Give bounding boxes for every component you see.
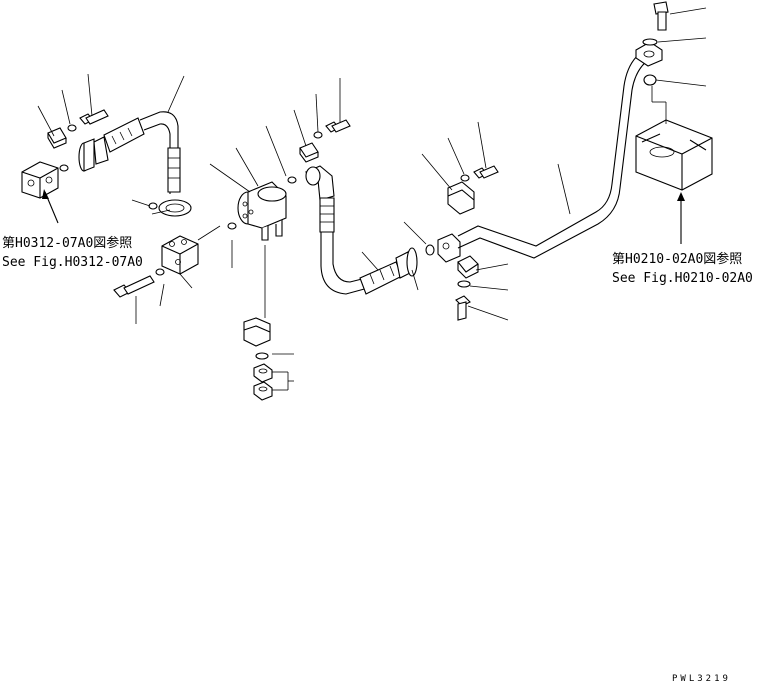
o-ring-mid: [287, 176, 297, 184]
washer-lower: [457, 280, 471, 288]
arrow-to-left-block: [42, 189, 59, 224]
tube-clamp: [447, 181, 475, 215]
tube-end-fitting-right: [635, 41, 663, 67]
washer-clamp: [460, 174, 470, 182]
valve: [237, 181, 287, 241]
o-ring-right: [643, 74, 657, 86]
o-ring-hose-left: [148, 202, 158, 210]
hose-mid: [319, 197, 418, 295]
steel-tube: [457, 47, 655, 259]
bolt-left-top: [79, 109, 109, 125]
elbow-fitting-mid: [304, 165, 335, 201]
bolt-manifold: [113, 275, 155, 298]
drawing-code: PWL3219: [672, 674, 731, 684]
manifold-block: [161, 235, 199, 275]
reference-jp-left: 第H0312-07A0図参照: [2, 235, 132, 251]
split-flange-left: [47, 127, 67, 149]
nut-upper: [253, 363, 273, 383]
bolt-mid: [325, 119, 351, 133]
o-ring-valve: [227, 222, 237, 230]
referenced-block-right: [635, 119, 713, 191]
washer-bracket: [255, 352, 269, 360]
arrow-to-right-block: [677, 192, 685, 244]
washer-mid: [313, 131, 323, 139]
washer-left: [67, 124, 77, 132]
referenced-block-left: [21, 161, 59, 199]
reference-jp-right: 第H0210-02A0図参照: [612, 251, 742, 267]
clamp-lower: [457, 255, 479, 279]
bolt-lower: [455, 295, 471, 321]
reference-en-right: See Fig.H0210-02A0: [612, 271, 753, 286]
hose-fitting-left: [78, 117, 145, 172]
o-ring-tube-end: [425, 244, 435, 256]
tube-flange: [437, 233, 461, 263]
bolt-clamp: [473, 165, 499, 179]
nut-lower: [253, 381, 273, 401]
hose-left: [139, 111, 192, 217]
split-flange-mid: [299, 142, 319, 163]
leader-lines: [37, 7, 707, 391]
o-ring-left: [59, 164, 69, 172]
washer-manifold: [155, 268, 165, 276]
reference-en-left: See Fig.H0312-07A0: [2, 255, 143, 270]
valve-bracket: [243, 317, 271, 347]
bolt-top-right: [653, 1, 669, 31]
washer-top-right: [642, 38, 658, 46]
